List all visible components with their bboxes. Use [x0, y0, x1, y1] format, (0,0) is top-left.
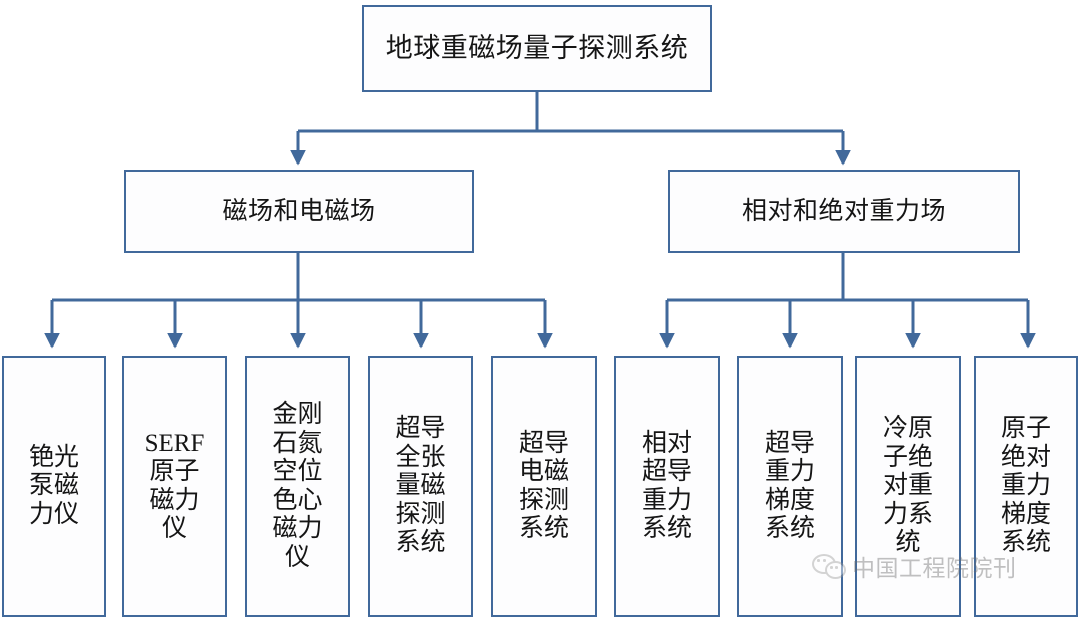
- node-leaf-5-label: 超导电磁探测系统: [518, 429, 569, 543]
- node-leaf-serf-magnetometer[interactable]: SERF原子磁力仪: [122, 356, 227, 617]
- node-leaf-cold-atom-absolute-gravity[interactable]: 冷原子绝对重力系统: [855, 356, 961, 617]
- node-leaf-8-label: 冷原子绝对重力系统: [882, 415, 933, 557]
- node-branch-gravity[interactable]: 相对和绝对重力场: [668, 170, 1020, 253]
- node-leaf-1-label: 铯光泵磁力仪: [28, 443, 79, 528]
- node-leaf-3-label: 金刚石氮空位色心磁力仪: [272, 401, 323, 571]
- node-root-label: 地球重磁场量子探测系统: [385, 32, 689, 63]
- node-branch-gravity-label: 相对和绝对重力场: [741, 198, 946, 225]
- node-leaf-atom-absolute-gravity-gradient[interactable]: 原子绝对重力梯度系统: [974, 356, 1078, 617]
- node-leaf-9-label: 原子绝对重力梯度系统: [1000, 415, 1051, 557]
- node-leaf-sc-electromagnetic[interactable]: 超导电磁探测系统: [491, 356, 597, 617]
- node-branch-magnetic-label: 磁场和电磁场: [222, 198, 376, 225]
- node-leaf-sc-full-tensor-magnetic[interactable]: 超导全张量磁探测系统: [368, 356, 473, 617]
- node-leaf-cesium-magnetometer[interactable]: 铯光泵磁力仪: [2, 356, 106, 617]
- node-root[interactable]: 地球重磁场量子探测系统: [362, 5, 712, 92]
- node-leaf-relative-sc-gravity[interactable]: 相对超导重力系统: [614, 356, 720, 617]
- node-leaf-nv-diamond-magnetometer[interactable]: 金刚石氮空位色心磁力仪: [245, 356, 350, 617]
- node-leaf-4-label: 超导全张量磁探测系统: [395, 415, 446, 557]
- node-leaf-sc-gravity-gradient[interactable]: 超导重力梯度系统: [737, 356, 843, 617]
- node-leaf-7-label: 超导重力梯度系统: [764, 429, 815, 543]
- node-leaf-2-label: SERF原子磁力仪: [144, 429, 205, 543]
- node-leaf-6-label: 相对超导重力系统: [641, 429, 692, 543]
- node-branch-magnetic[interactable]: 磁场和电磁场: [124, 170, 474, 253]
